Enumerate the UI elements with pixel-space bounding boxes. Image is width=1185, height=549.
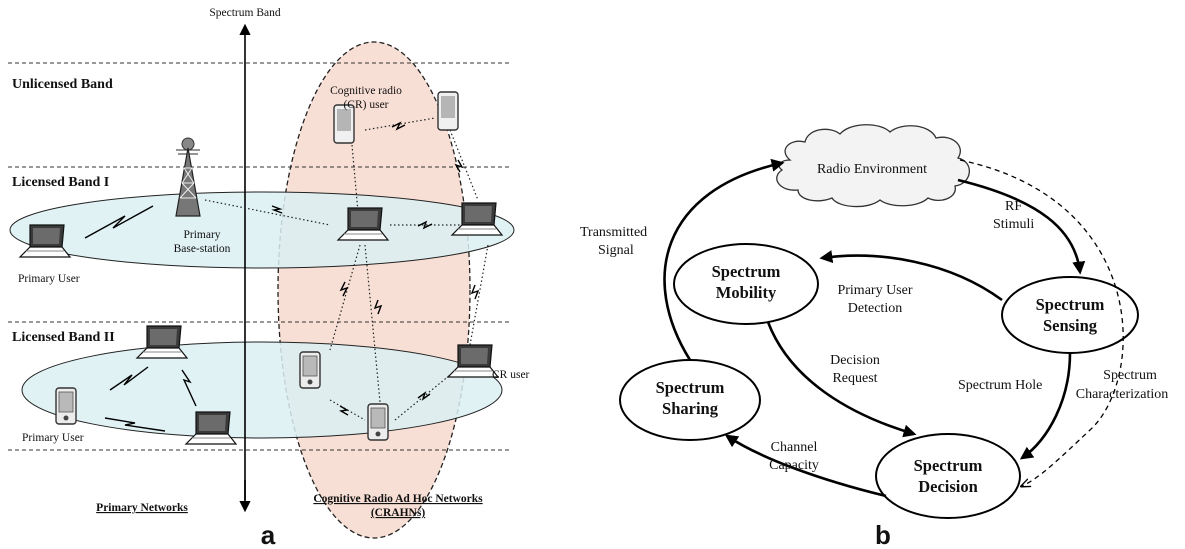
edge-decision-request: [766, 321, 917, 438]
spectrum-decision-node: [875, 433, 1021, 519]
edge-label-dr-1: Decision: [830, 353, 880, 368]
panel-b: Radio Environment Spectrum Sensing Spect…: [580, 124, 1169, 549]
primary-laptop-icon: [136, 325, 188, 359]
primary-user-label-top: Primary User: [18, 273, 80, 285]
edge-spectrum-hole: [1019, 352, 1072, 460]
mobility-label-1: Spectrum: [712, 262, 781, 281]
edge-label-tx-2: Signal: [598, 243, 634, 258]
edge-label-char-1: Spectrum: [1103, 368, 1157, 383]
mobility-label-2: Mobility: [716, 283, 777, 302]
edge-label-hole: Spectrum Hole: [958, 378, 1042, 393]
edge-label-pud-1: Primary User: [837, 283, 912, 298]
panel-letter-b: b: [875, 520, 891, 549]
cr-device-icon: [333, 104, 355, 144]
axis-label: Spectrum Band: [209, 7, 280, 19]
edge-label-char-2: Characterization: [1076, 387, 1169, 402]
band-label-licensed-1: Licensed Band I: [12, 175, 109, 190]
crahn-label-1: Cognitive Radio Ad Hoc Networks: [313, 493, 483, 505]
cr-user-label-1: Cognitive radio: [330, 85, 402, 97]
spectrum-mobility-node: [673, 243, 819, 325]
edge-spectrum-characterization: [959, 159, 1124, 486]
panel-a: Spectrum Band Unlicensed Band Licensed B…: [8, 7, 530, 549]
cr-user-label-2: (CR) user: [343, 99, 388, 111]
primary-user-phone-icon: [55, 387, 77, 425]
band-label-licensed-2: Licensed Band II: [12, 330, 115, 345]
edge-label-dr-2: Request: [832, 371, 877, 386]
cr-device-icon: [299, 351, 321, 389]
sensing-label-1: Spectrum: [1036, 295, 1105, 314]
crahn-label-2: (CRAHNs): [371, 507, 425, 519]
decision-label-2: Decision: [918, 477, 978, 496]
decision-label-1: Spectrum: [914, 456, 983, 475]
cr-device-icon: [437, 91, 459, 131]
edge-rf-stimuli: [957, 178, 1086, 275]
edge-label-rf-2: Stimuli: [993, 217, 1034, 232]
wireless-links: [84, 121, 480, 432]
sensing-label-2: Sensing: [1043, 316, 1098, 335]
base-station-icon: [175, 137, 201, 217]
edge-label-tx-1: Transmitted: [580, 225, 647, 240]
band-label-unlicensed: Unlicensed Band: [12, 77, 113, 92]
primary-networks-label: Primary Networks: [96, 502, 188, 514]
licensed-band-1-region: [9, 191, 515, 269]
edge-label-cap-2: Capacity: [769, 458, 819, 473]
flow-edges: [663, 158, 1086, 498]
radio-environment-label: Radio Environment: [817, 162, 927, 177]
sharing-label-2: Sharing: [662, 399, 719, 418]
edge-label-cap-1: Channel: [771, 440, 818, 455]
edge-transmitted-signal: [663, 158, 785, 361]
base-station-label-2: Base-station: [174, 243, 231, 255]
panel-letter-a: a: [261, 520, 276, 549]
spectrum-sensing-node: [1001, 276, 1139, 354]
edge-primary-user-detection: [819, 250, 1003, 302]
sharing-label-1: Spectrum: [656, 378, 725, 397]
radio-environment-cloud: [776, 124, 970, 208]
primary-user-label-bottom: Primary User: [22, 432, 84, 444]
cr-device-icon: [367, 403, 389, 441]
edge-label-rf-1: RF: [1005, 199, 1022, 214]
cr-user-label-right: CR user: [492, 369, 530, 381]
edge-label-pud-2: Detection: [848, 301, 902, 316]
licensed-band-2-region: [21, 341, 503, 439]
edge-channel-capacity: [724, 434, 887, 498]
base-station-label-1: Primary: [183, 229, 220, 241]
